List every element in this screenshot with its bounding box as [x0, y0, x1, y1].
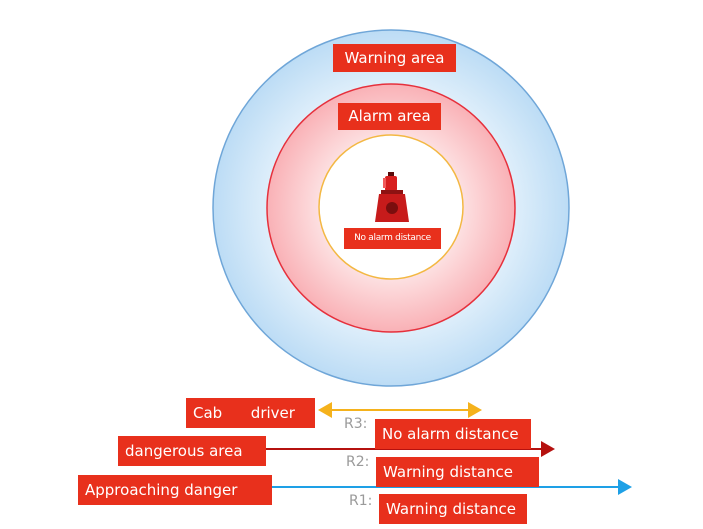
r3-tag: R3:	[344, 416, 368, 432]
alarm-area-label: Alarm area	[338, 103, 441, 130]
r1-distance-label: Warning distance	[379, 494, 527, 524]
no-alarm-distance-center-label: No alarm distance	[344, 228, 441, 249]
r1-tag: R1:	[349, 493, 373, 509]
r2-distance-label: Warning distance	[376, 457, 539, 487]
approaching-danger-label: Approaching danger	[78, 475, 272, 505]
cab-driver-label: Cab driver	[186, 398, 315, 428]
r2-tag: R2:	[346, 454, 370, 470]
dangerous-area-label: dangerous area	[118, 436, 266, 466]
warning-area-label: Warning area	[333, 44, 456, 72]
r3-distance-label: No alarm distance	[375, 419, 531, 449]
alarm-siren-icon	[375, 172, 409, 222]
